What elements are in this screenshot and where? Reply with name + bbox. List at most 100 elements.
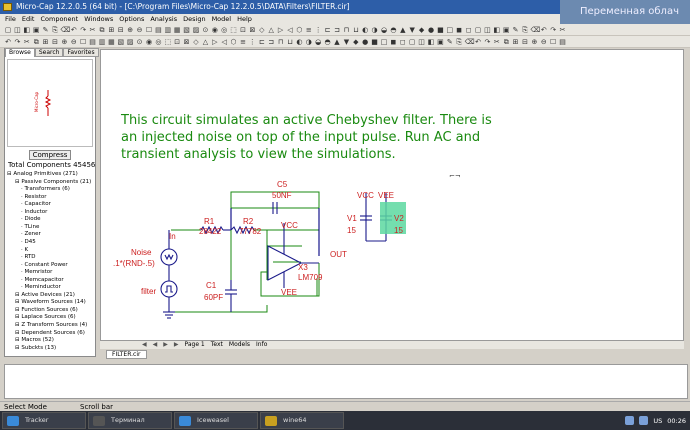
toolbar-button-icon[interactable]: ↷ <box>550 26 557 34</box>
toolbar-button-icon[interactable]: ⊕ <box>127 26 134 34</box>
component-tool-icon[interactable]: ⬚ <box>164 38 172 46</box>
component-tool-icon[interactable]: ▼ <box>343 38 350 46</box>
toolbar-button-icon[interactable]: ↶ <box>70 26 77 34</box>
tree-expander-icon[interactable]: ⊟ <box>15 322 22 328</box>
toolbar-button-icon[interactable]: ✂ <box>559 26 566 34</box>
toolbar-button-icon[interactable]: ⊖ <box>136 26 143 34</box>
component-tool-icon[interactable]: ▦ <box>108 38 115 46</box>
tree-expander-icon[interactable]: · <box>21 254 25 261</box>
menu-windows[interactable]: Windows <box>84 15 114 23</box>
tab-browse[interactable]: Browse <box>5 48 35 57</box>
toolbar-button-icon[interactable]: ⬡ <box>296 26 303 34</box>
component-tool-icon[interactable]: ▢ <box>408 38 416 46</box>
component-tool-icon[interactable]: ▥ <box>98 38 106 46</box>
tree-expander-icon[interactable]: · <box>21 223 25 230</box>
component-tool-icon[interactable]: ⊟ <box>52 38 58 46</box>
component-tool-icon[interactable]: ◧ <box>427 38 435 46</box>
component-tool-icon[interactable]: ☐ <box>80 38 87 46</box>
tree-expander-icon[interactable]: · <box>21 261 25 268</box>
tree-expander-icon[interactable]: · <box>21 238 25 245</box>
toolbar-button-icon[interactable]: ■ <box>437 26 444 34</box>
component-tool-icon[interactable]: ◫ <box>418 38 425 46</box>
toolbar-button-icon[interactable]: ✎ <box>512 26 519 34</box>
toolbar-button-icon[interactable]: ✎ <box>42 26 49 34</box>
component-tool-icon[interactable]: ▧ <box>117 38 125 46</box>
toolbar-button-icon[interactable]: ⎘ <box>522 26 528 34</box>
compress-button[interactable]: Compress <box>29 150 71 160</box>
toolbar-button-icon[interactable]: ⌫ <box>60 26 71 34</box>
tree-item[interactable]: · Meminductor <box>21 284 61 291</box>
toolbar-button-icon[interactable]: ◒ <box>380 26 388 34</box>
toolbar-button-icon[interactable]: ⋮ <box>314 26 322 34</box>
component-tool-icon[interactable]: ↷ <box>14 38 21 46</box>
tree-item[interactable]: · K <box>21 247 28 254</box>
component-tool-icon[interactable]: ⊡ <box>174 38 181 46</box>
toolbar-button-icon[interactable]: ↶ <box>540 26 547 34</box>
toolbar-button-icon[interactable]: ▼ <box>409 26 415 34</box>
taskbar-item-1[interactable]: Терминал <box>88 412 172 429</box>
component-tool-icon[interactable]: ◉ <box>145 38 153 46</box>
toolbar-button-icon[interactable]: ⊓ <box>343 26 350 34</box>
component-tool-icon[interactable]: ⊖ <box>540 38 547 46</box>
menu-help[interactable]: Help <box>237 15 252 23</box>
tree-expander-icon[interactable]: ⊟ <box>7 171 14 177</box>
tab-favorites[interactable]: Favorites <box>63 48 99 57</box>
toolbar-button-icon[interactable]: △ <box>268 26 274 34</box>
component-tool-icon[interactable]: ▲ <box>334 38 340 46</box>
toolbar-button-icon[interactable]: ⊙ <box>202 26 209 34</box>
toolbar-button-icon[interactable]: ▤ <box>155 26 162 34</box>
component-tool-icon[interactable]: ▤ <box>559 38 566 46</box>
component-tool-icon[interactable]: ⊐ <box>268 38 275 46</box>
tree-expander-icon[interactable]: · <box>21 216 25 223</box>
toolbar-button-icon[interactable]: ✂ <box>89 26 96 34</box>
volume-icon[interactable] <box>639 416 649 425</box>
component-tool-icon[interactable]: ⊕ <box>531 38 538 46</box>
schematic-canvas[interactable]: C5 50NF R1 28422 R2 77782 VCC VEE X3 LM7… <box>100 49 684 341</box>
component-tool-icon[interactable]: ✎ <box>446 38 453 46</box>
tab-search[interactable]: Search <box>34 48 64 57</box>
toolbar-button-icon[interactable]: ◇ <box>259 26 265 34</box>
component-tool-icon[interactable]: ◇ <box>193 38 199 46</box>
component-tool-icon[interactable]: ⊏ <box>258 38 265 46</box>
toolbar-button-icon[interactable]: ▢ <box>474 26 482 34</box>
network-icon[interactable] <box>625 416 635 425</box>
tree-item[interactable]: ⊟ Passive Components (21) <box>15 179 91 186</box>
toolbar-button-icon[interactable]: ◻ <box>465 26 472 34</box>
menu-model[interactable]: Model <box>211 15 232 23</box>
tree-item[interactable]: · Transformers (6) <box>21 186 70 193</box>
toolbar-button-icon[interactable]: ◆ <box>418 26 425 34</box>
component-tool-icon[interactable]: ◑ <box>305 38 312 46</box>
tree-item[interactable]: · Memcapacitor <box>21 277 64 284</box>
tree-item[interactable]: ⊟ Z Transform Sources (4) <box>15 322 87 329</box>
menu-edit[interactable]: Edit <box>21 15 35 23</box>
toolbar-button-icon[interactable]: ≡ <box>305 26 312 34</box>
component-tool-icon[interactable]: ◐ <box>296 38 303 46</box>
taskbar-item-2[interactable]: Iceweasel <box>174 412 258 429</box>
component-tool-icon[interactable]: ⬡ <box>230 38 237 46</box>
tree-item[interactable]: ⊟ Laplace Sources (6) <box>15 314 76 321</box>
component-tool-icon[interactable]: ◻ <box>399 38 406 46</box>
toolbar-button-icon[interactable]: ▦ <box>173 26 181 34</box>
tree-item[interactable]: · TLine <box>21 224 39 231</box>
sheet-nav-arrow-icon[interactable]: ▶ <box>163 341 168 348</box>
tree-expander-icon[interactable]: ⊟ <box>15 306 22 313</box>
menu-analysis[interactable]: Analysis <box>150 15 178 23</box>
tree-expander-icon[interactable]: ⊟ <box>15 344 22 351</box>
component-tool-icon[interactable]: ≡ <box>240 38 246 46</box>
sheet-tab-info[interactable]: Info <box>256 341 268 348</box>
menu-design[interactable]: Design <box>183 15 206 23</box>
component-tool-icon[interactable]: ● <box>362 38 369 46</box>
toolbar-button-icon[interactable]: ⊔ <box>353 26 359 34</box>
tree-item[interactable]: ⊟ Function Sources (6) <box>15 307 78 314</box>
component-tool-icon[interactable]: ◆ <box>353 38 359 46</box>
toolbar-button-icon[interactable]: ◓ <box>390 26 397 34</box>
tree-item[interactable]: ⊟ Waveform Sources (14) <box>15 299 86 306</box>
tree-item[interactable]: · Memristor <box>21 269 52 276</box>
toolbar-button-icon[interactable]: ◁ <box>287 26 293 34</box>
tree-item[interactable]: · Diode <box>21 216 41 223</box>
tree-expander-icon[interactable]: · <box>21 276 25 283</box>
sheet-nav-arrow-icon[interactable]: ▶ <box>173 341 179 348</box>
tree-expander-icon[interactable]: · <box>21 231 25 238</box>
tree-expander-icon[interactable]: · <box>21 269 25 276</box>
sheet-nav-arrow-icon[interactable]: ◀ <box>152 341 158 348</box>
